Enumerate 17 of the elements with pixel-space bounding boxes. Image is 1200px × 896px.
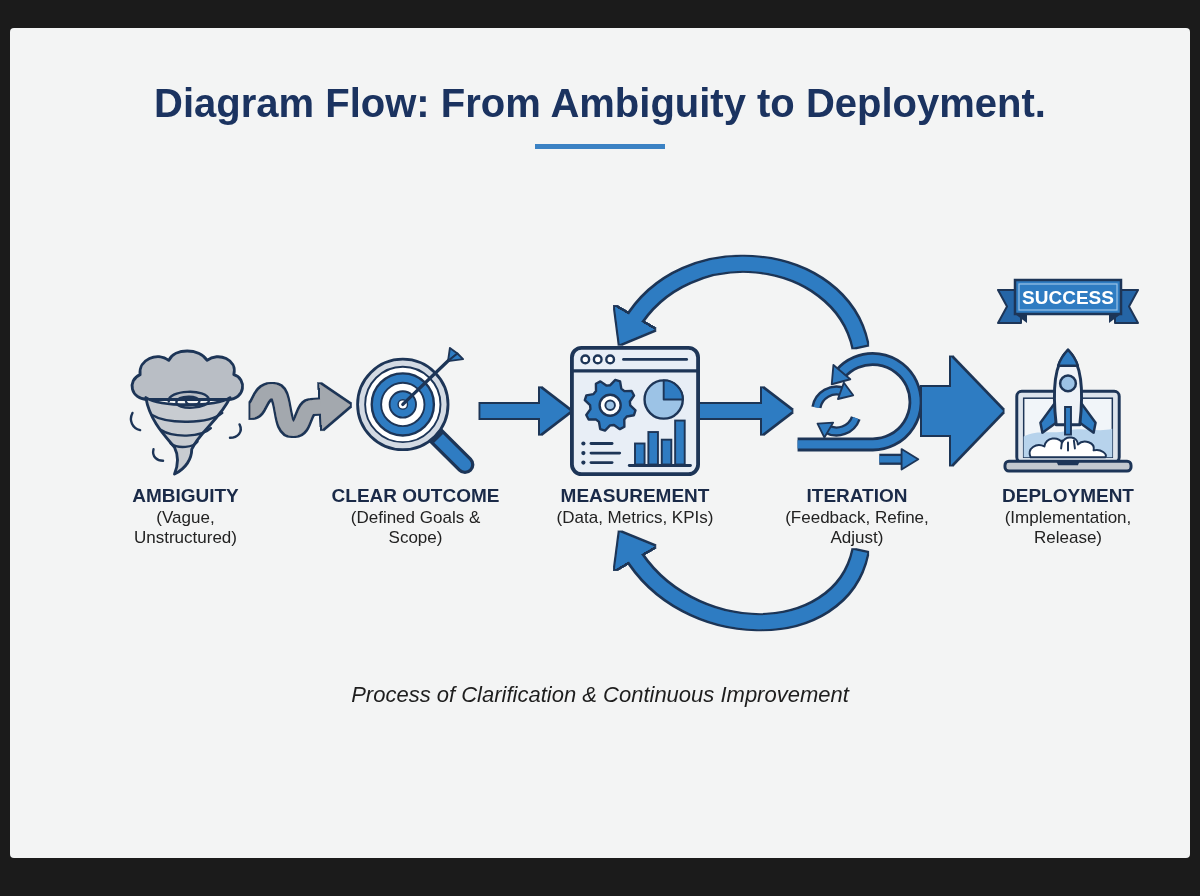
step-subtitle: (Feedback, Refine, Adjust) (784, 507, 930, 549)
block-arrow (700, 388, 792, 434)
step-subtitle: (Defined Goals & Scope) (349, 507, 482, 549)
block-arrow (480, 388, 570, 434)
banner-text: SUCCESS (1022, 287, 1114, 307)
step-title: CLEAR OUTCOME (331, 484, 500, 508)
caption: Process of Clarification & Continuous Improvement (351, 681, 849, 709)
page-title: Diagram Flow: From Ambiguity to Deployment. (154, 80, 1046, 127)
step-title: MEASUREMENT (560, 484, 710, 508)
step-title: DEPLOYMENT (1002, 484, 1134, 508)
wavy-arrow (248, 383, 351, 436)
step-subtitle: (Vague, Unstructured) (133, 507, 238, 549)
step-title: ITERATION (806, 484, 908, 508)
step-title: AMBIGUITY (132, 484, 239, 508)
step-subtitle: (Data, Metrics, KPIs) (556, 507, 714, 529)
step-subtitle: (Implementation, Release) (1003, 507, 1133, 549)
block-arrow (922, 357, 1003, 465)
